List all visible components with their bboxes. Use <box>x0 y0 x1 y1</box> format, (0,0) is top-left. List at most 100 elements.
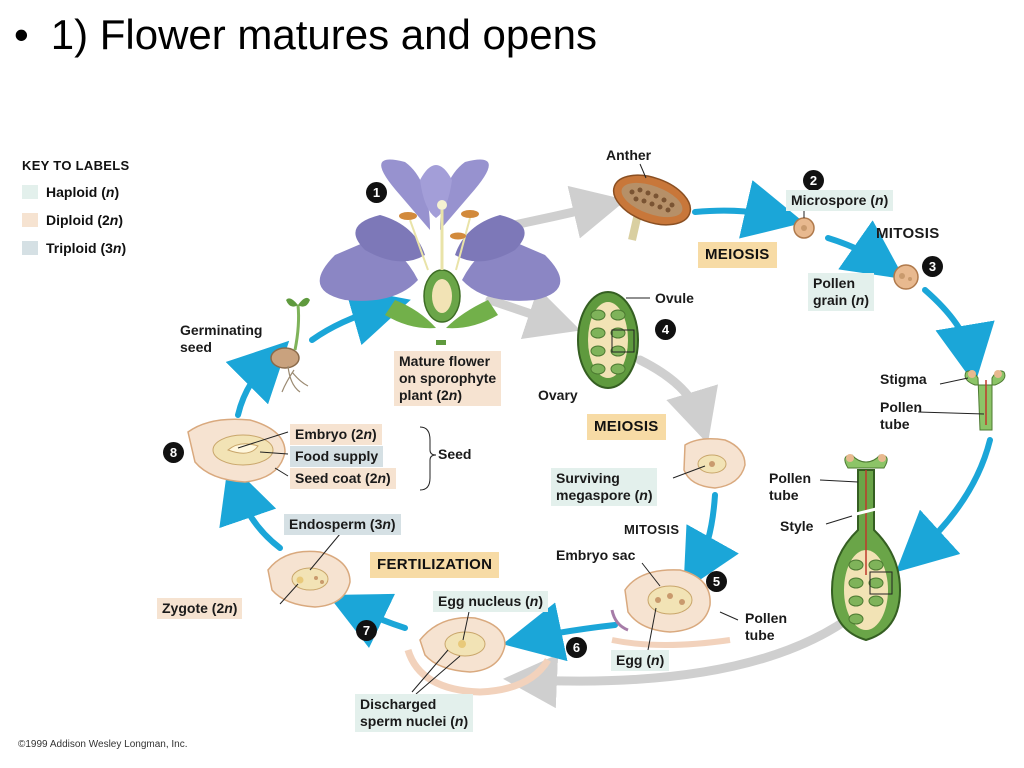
surviving-megaspore-label: Surviving megaspore (n) <box>551 468 658 506</box>
pollen-grain-cell <box>893 264 919 290</box>
flower-leaf-left <box>385 300 436 329</box>
microspore-to-pollen-arrow <box>825 220 905 280</box>
style-label: Style <box>780 518 814 534</box>
pollen-tube-mid-label: Pollen tube <box>769 470 811 504</box>
step-6-marker: 6 <box>566 637 587 658</box>
step-8-marker: 8 <box>163 442 184 463</box>
ovule-label: Ovule <box>655 290 694 306</box>
leader-lines <box>237 163 985 695</box>
ovary-illustration <box>577 291 650 389</box>
pollinated-ovary-to-egg-arrow <box>503 605 865 709</box>
pollen-tube-mid-line1: Pollen <box>769 470 812 486</box>
endosperm-label: Endosperm (3n) <box>284 514 401 535</box>
key-item-label: Diploid (2n) <box>46 212 124 228</box>
pollen-grain-label-line1: Pollen <box>813 275 856 291</box>
flower-leaf-right <box>446 300 498 329</box>
flower-anther-right <box>461 210 479 218</box>
megaspore-to-embryo-sac-arrow <box>683 492 739 592</box>
germinating-seed-illustration <box>270 297 310 393</box>
key-title: KEY TO LABELS <box>22 158 130 173</box>
discharged-sperm-label: Discharged sperm nuclei (n) <box>355 694 474 732</box>
title-text: 1) Flower matures and opens <box>50 11 597 58</box>
cycle-arrows <box>219 180 995 662</box>
flower-to-ovule-arrow <box>485 287 581 340</box>
anther-label: Anther <box>606 147 652 163</box>
embryo-sac-to-fertilization-arrow <box>502 602 618 662</box>
pollen-tube-low-label: Pollen tube <box>745 610 787 644</box>
ovule-to-megaspore-arrow <box>635 355 718 444</box>
triploid-swatch <box>22 241 38 255</box>
mature-flower <box>319 159 561 345</box>
slide-title: • 1) Flower matures and opens <box>14 8 597 62</box>
embryo-sac-label: Embryo sac <box>556 547 636 563</box>
pollen-tube-top-line2: tube <box>880 416 910 432</box>
mitosis-mid-label: MITOSIS <box>624 522 680 537</box>
stigma-illustration <box>964 370 1006 431</box>
embryo-sac-illustration <box>610 569 731 648</box>
step-7-marker: 7 <box>356 620 377 641</box>
flower-stigma <box>437 200 447 210</box>
mature-flower-label: Mature flower on sporophyte plant (2n) <box>394 351 502 406</box>
petal-back-right <box>440 159 489 230</box>
copyright-notice: ©1999 Addison Wesley Longman, Inc. <box>18 739 188 750</box>
pollinated-pistil <box>830 454 902 642</box>
germinating-seed-label: Germinating seed <box>180 322 262 356</box>
key-item-label: Haploid (n) <box>46 184 120 200</box>
pollen-to-stigma-arrow <box>922 287 995 385</box>
microspore-label: Microspore (n) <box>786 190 894 211</box>
step-2-marker: 2 <box>803 170 824 191</box>
stigma-to-pollinated-ovary-arrow <box>895 437 993 573</box>
pollen-grain-label-line2: grain (n) <box>813 292 870 308</box>
haploid-swatch <box>22 185 38 199</box>
pollen-tube-mid-line2: tube <box>769 487 799 503</box>
seed-to-germination-arrow <box>225 340 290 418</box>
anther-illustration <box>612 174 692 241</box>
microspore-cell <box>793 217 815 239</box>
egg-nucleus-label: Egg nucleus (n) <box>433 591 549 612</box>
pollen-tube-low-line2: tube <box>745 627 775 643</box>
pollen-tube-top-label: Pollen tube <box>880 399 922 433</box>
fertilization-illustration <box>404 616 552 696</box>
petal-back-left <box>381 159 430 230</box>
surviving-megaspore-line2: megaspore (n) <box>556 487 653 503</box>
megaspore-illustration <box>683 438 746 489</box>
egg-label: Egg (n) <box>611 650 670 671</box>
anther-to-microspore-arrow <box>692 180 805 239</box>
petal-mid-right <box>455 215 525 262</box>
germinating-seed-label-line1: Germinating <box>180 322 263 338</box>
mature-flower-label-line3: plant (2n) <box>399 387 463 403</box>
diploid-swatch <box>22 213 38 227</box>
food-supply-label: Food supply <box>290 446 384 467</box>
petal-mid-left <box>355 215 425 262</box>
key-item-diploid: Diploid (2n) <box>22 212 123 229</box>
pollen-tube-low-line1: Pollen <box>745 610 788 626</box>
seed-label: Seed <box>438 446 472 462</box>
embryo-label: Embryo (2n) <box>290 424 382 445</box>
pollen-grain-label: Pollen grain (n) <box>808 273 875 311</box>
seed-coat-label: Seed coat (2n) <box>290 468 396 489</box>
mature-flower-label-line2: on sporophyte <box>399 370 497 386</box>
meiosis-top-banner: MEIOSIS <box>698 242 777 268</box>
pollen-tube-top-line1: Pollen <box>880 399 923 415</box>
flower-stem <box>436 340 446 345</box>
germination-to-flower-arrow <box>309 287 411 346</box>
zygote-label: Zygote (2n) <box>157 598 243 619</box>
fertilization-banner: FERTILIZATION <box>370 552 500 578</box>
surviving-megaspore-line1: Surviving <box>556 470 620 486</box>
zygote-illustration <box>267 550 351 608</box>
discharged-sperm-line1: Discharged <box>360 696 437 712</box>
key-item-haploid: Haploid (n) <box>22 184 119 201</box>
mature-flower-label-line1: Mature flower <box>399 353 491 369</box>
zygote-to-seed-arrow <box>219 461 283 551</box>
step-3-marker: 3 <box>922 256 943 277</box>
flower-anther-left <box>399 212 417 220</box>
title-bullet: • <box>14 11 29 58</box>
key-item-triploid: Triploid (3n) <box>22 240 126 257</box>
mitosis-top-label: MITOSIS <box>876 225 940 242</box>
ovary-label: Ovary <box>538 387 578 403</box>
discharged-sperm-line2: sperm nuclei (n) <box>360 713 469 729</box>
meiosis-mid-banner: MEIOSIS <box>587 414 666 440</box>
key-item-label: Triploid (3n) <box>46 240 127 256</box>
flower-anther-mid <box>450 232 466 240</box>
